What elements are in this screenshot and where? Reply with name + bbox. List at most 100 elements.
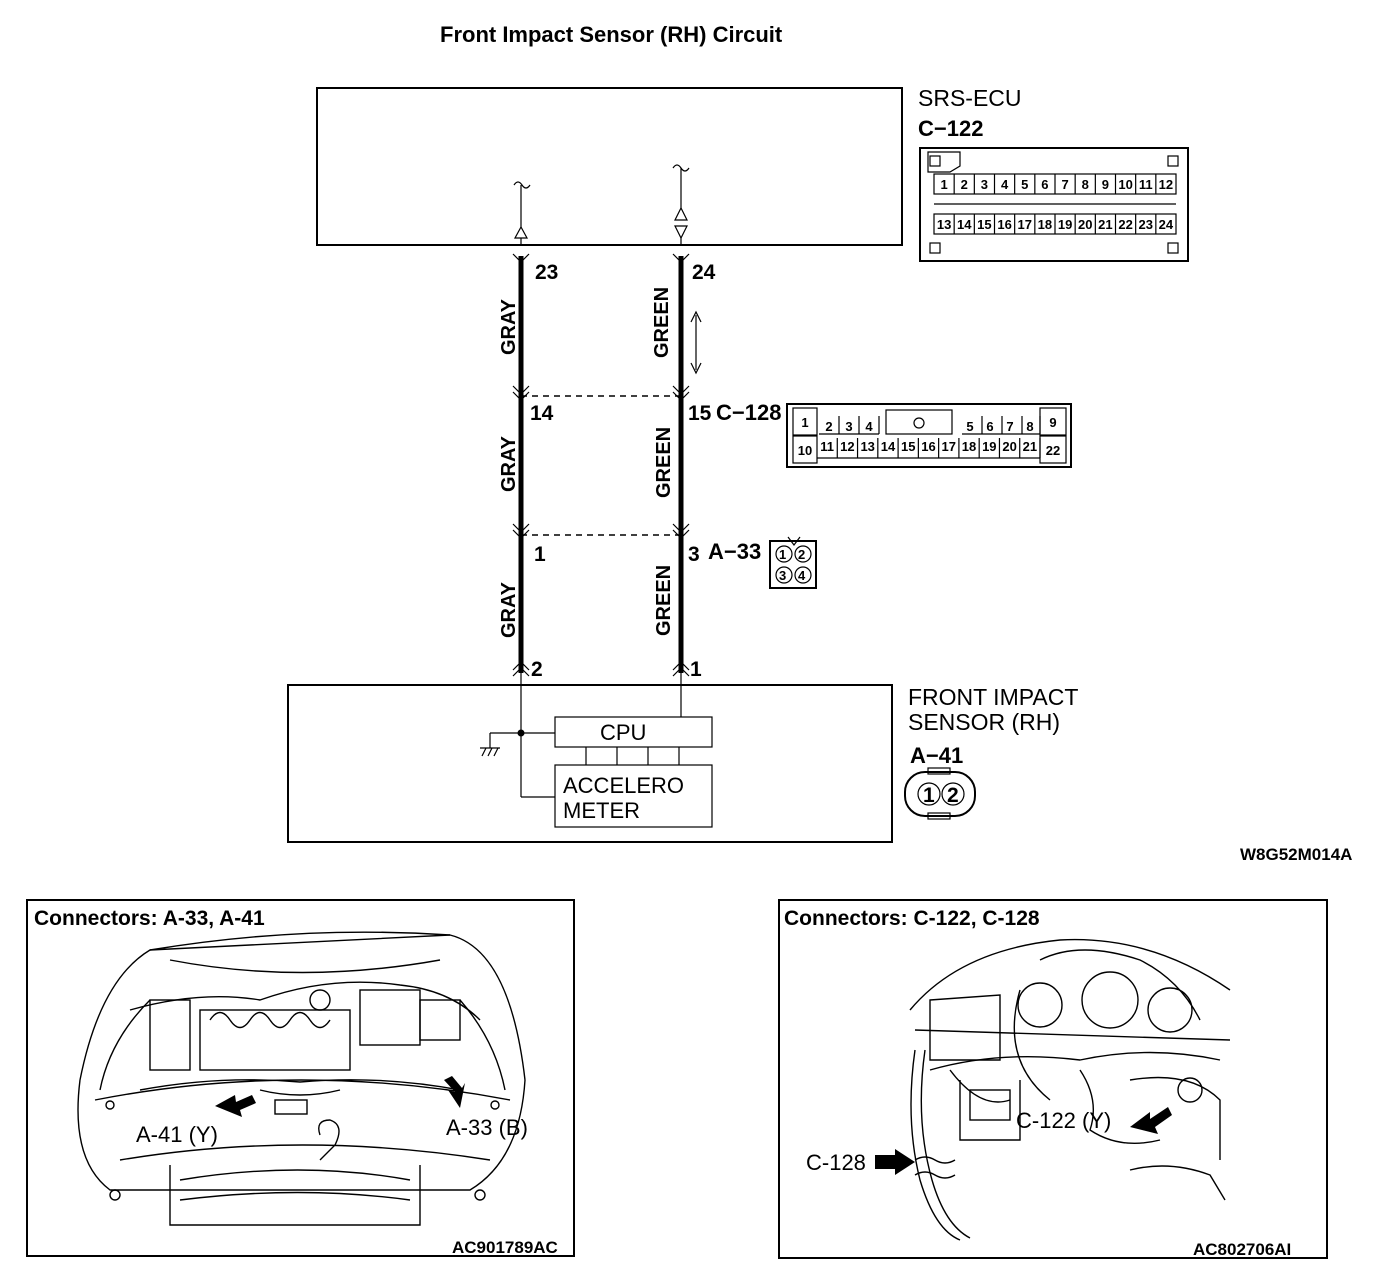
c128-pin: 3 bbox=[845, 419, 852, 434]
panel-left-callout-a33: A-33 (B) bbox=[446, 1115, 528, 1140]
c122-pin: 13 bbox=[937, 217, 951, 232]
panel-left-title: Connectors: A-33, A-41 bbox=[34, 907, 265, 930]
c128-pin: 6 bbox=[986, 419, 993, 434]
c128-pin: 7 bbox=[1006, 419, 1013, 434]
svg-text:4: 4 bbox=[798, 568, 806, 583]
wire-color-green-1: GREEN bbox=[651, 287, 673, 358]
a33-label: A−33 bbox=[708, 539, 761, 564]
a41-label: A−41 bbox=[910, 743, 963, 768]
accelerometer-label-2: METER bbox=[563, 798, 640, 823]
c122-pin: 24 bbox=[1159, 217, 1174, 232]
c128-pin: 13 bbox=[860, 439, 874, 454]
c128-pin: 19 bbox=[982, 439, 996, 454]
wire-color-green-3: GREEN bbox=[653, 565, 675, 636]
a33-arrow bbox=[444, 1076, 465, 1108]
panel-left-ref: AC901789AC bbox=[452, 1238, 558, 1257]
c122-pin: 5 bbox=[1021, 177, 1028, 192]
connector-panel-a33-a41 bbox=[26, 899, 575, 1257]
c128-pin: 22 bbox=[1046, 443, 1060, 458]
srs-ecu-label: SRS-ECU bbox=[918, 85, 1022, 111]
c122-pin: 17 bbox=[1018, 217, 1032, 232]
c128-pin: 16 bbox=[921, 439, 935, 454]
pin-23: 23 bbox=[535, 261, 558, 284]
c128-pin: 20 bbox=[1002, 439, 1016, 454]
c128-pin: 4 bbox=[865, 419, 873, 434]
pin-1-sensor: 1 bbox=[690, 658, 702, 681]
c128-arrow bbox=[875, 1149, 915, 1175]
a41-arrow bbox=[215, 1095, 256, 1117]
c128-pin: 10 bbox=[798, 443, 812, 458]
c122-pin: 15 bbox=[977, 217, 991, 232]
c122-pin: 18 bbox=[1038, 217, 1052, 232]
c122-pin: 23 bbox=[1139, 217, 1153, 232]
c122-label: C−122 bbox=[918, 116, 983, 141]
pin-1-a33: 1 bbox=[534, 543, 546, 566]
c122-pin: 14 bbox=[957, 217, 972, 232]
c128-pin: 21 bbox=[1023, 439, 1037, 454]
panel-right-callout-c128: C-128 bbox=[806, 1150, 866, 1175]
srs-ecu-box bbox=[316, 87, 903, 246]
c122-arrow bbox=[1130, 1107, 1172, 1134]
c122-pin: 8 bbox=[1082, 177, 1089, 192]
pin-14: 14 bbox=[530, 402, 554, 425]
cpu-label: CPU bbox=[600, 720, 646, 745]
c122-pin: 19 bbox=[1058, 217, 1072, 232]
c128-pin: 15 bbox=[901, 439, 915, 454]
sensor-name-2: SENSOR (RH) bbox=[908, 709, 1060, 735]
diagram-code: W8G52M014A bbox=[1240, 845, 1352, 864]
wire-color-gray-1: GRAY bbox=[498, 298, 520, 355]
c122-pin: 4 bbox=[1001, 177, 1009, 192]
cpu-block bbox=[554, 716, 713, 748]
wire-color-green-2: GREEN bbox=[653, 427, 675, 498]
c122-pin: 11 bbox=[1139, 177, 1153, 192]
accelerometer-block bbox=[554, 764, 713, 828]
c128-pin: 12 bbox=[840, 439, 854, 454]
svg-text:3: 3 bbox=[779, 568, 786, 583]
c122-pin: 12 bbox=[1159, 177, 1173, 192]
panel-left-callout-a41: A-41 (Y) bbox=[136, 1122, 218, 1147]
c128-pin: 9 bbox=[1049, 415, 1056, 430]
c122-pin: 7 bbox=[1061, 177, 1068, 192]
panel-right-title: Connectors: C-122, C-128 bbox=[784, 907, 1040, 930]
svg-text:1: 1 bbox=[923, 784, 935, 807]
pin-3-a33: 3 bbox=[688, 543, 700, 566]
c128-pin: 14 bbox=[881, 439, 896, 454]
c128-label: C−128 bbox=[716, 400, 781, 425]
wire-color-gray-3: GRAY bbox=[498, 581, 520, 638]
wire-color-gray-2: GRAY bbox=[498, 435, 520, 492]
panel-right-ref: AC802706AI bbox=[1193, 1240, 1291, 1259]
connector-panel-c122-c128 bbox=[778, 899, 1328, 1259]
c122-pin: 2 bbox=[961, 177, 968, 192]
accelerometer-label-1: ACCELERO bbox=[563, 773, 684, 798]
ecu-internal-terminals bbox=[513, 164, 690, 245]
svg-text:2: 2 bbox=[947, 784, 959, 807]
svg-text:1: 1 bbox=[779, 547, 786, 562]
c122-pin: 9 bbox=[1102, 177, 1109, 192]
ground-symbol bbox=[480, 732, 521, 757]
c122-pin: 21 bbox=[1098, 217, 1112, 232]
pin-24: 24 bbox=[692, 261, 716, 284]
c122-connector-face bbox=[919, 147, 1189, 262]
diagram-title: Front Impact Sensor (RH) Circuit bbox=[440, 22, 783, 47]
connector-break-marks bbox=[512, 253, 690, 677]
c128-pin: 2 bbox=[825, 419, 832, 434]
c128-pin: 17 bbox=[942, 439, 956, 454]
signal-direction-arrow bbox=[690, 310, 702, 375]
c128-pin: 8 bbox=[1026, 419, 1033, 434]
sensor-box bbox=[287, 684, 893, 843]
c128-pin: 18 bbox=[962, 439, 976, 454]
c128-pin: 1 bbox=[801, 415, 808, 430]
engine-bay-illustration bbox=[77, 931, 526, 1226]
c122-pin: 22 bbox=[1118, 217, 1132, 232]
c122-pin: 6 bbox=[1041, 177, 1048, 192]
c122-pin: 20 bbox=[1078, 217, 1092, 232]
sensor-name-1: FRONT IMPACT bbox=[908, 684, 1078, 710]
a33-connector-face: 1 2 3 4 bbox=[769, 536, 817, 589]
a41-connector-face: 1 2 bbox=[904, 767, 976, 820]
panel-right-callout-c122: C-122 (Y) bbox=[1016, 1108, 1111, 1133]
c122-pin: 10 bbox=[1118, 177, 1132, 192]
c128-pin: 5 bbox=[966, 419, 973, 434]
c128-pin: 11 bbox=[820, 439, 834, 454]
